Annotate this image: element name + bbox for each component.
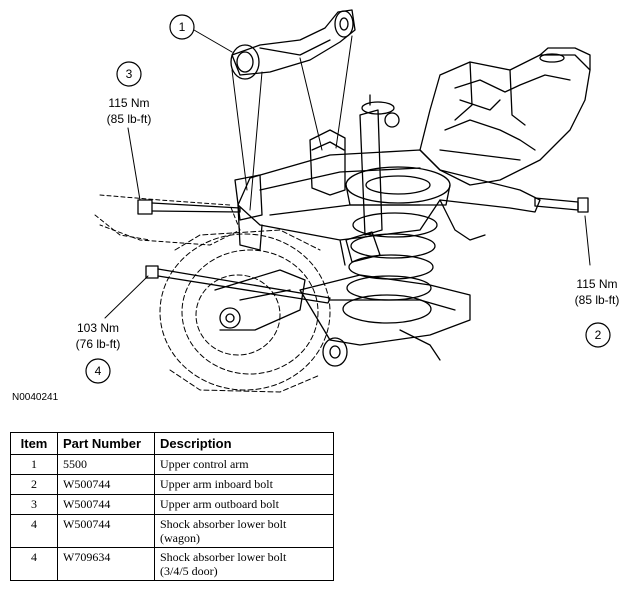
callout-number: 4 [95, 364, 102, 378]
upper-arm-inboard-bolt [534, 197, 589, 213]
torque-nm: 103 Nm [77, 321, 119, 335]
cell-description: Upper arm outboard bolt [154, 494, 334, 515]
table-row: 4 W500744 Shock absorber lower bolt (wag… [10, 514, 334, 548]
rear-subframe [419, 47, 591, 186]
shock-lower-bolt [145, 265, 331, 304]
table-row: 2 W500744 Upper arm inboard bolt [10, 474, 334, 495]
upper-arm-bracket [234, 129, 346, 221]
cell-item: 4 [10, 514, 58, 548]
cell-part-number: W709634 [57, 547, 155, 581]
installation-guide-lines [231, 35, 353, 211]
table-row: 1 5500 Upper control arm [10, 454, 334, 475]
description-line: Shock absorber lower bolt [160, 517, 287, 531]
wheel-hub [214, 269, 306, 331]
cell-part-number: 5500 [57, 454, 155, 475]
callout-number: 1 [179, 20, 186, 34]
table-header-row: Item Part Number Description [10, 432, 334, 455]
column-header-part-number: Part Number [57, 432, 155, 455]
cell-description: Upper arm inboard bolt [154, 474, 334, 495]
column-header-description: Description [154, 432, 334, 455]
torque-lbft: (85 lb-ft) [575, 293, 620, 307]
cell-part-number: W500744 [57, 514, 155, 548]
cell-description: Upper control arm [154, 454, 334, 475]
callout-3: 3 115 Nm (85 lb-ft) [107, 61, 152, 126]
torque-nm: 115 Nm [108, 96, 149, 110]
coil-spring [342, 166, 451, 324]
description-line: (3/4/5 door) [160, 564, 218, 578]
lower-control-arm [299, 274, 471, 367]
description-line: Upper arm outboard bolt [160, 497, 279, 511]
cell-part-number: W500744 [57, 494, 155, 515]
suspension-illustration: 1 3 115 Nm (85 lb-ft) 115 Nm (85 lb-ft) … [76, 9, 620, 393]
description-line: Upper control arm [160, 457, 249, 471]
description-line: Upper arm inboard bolt [160, 477, 273, 491]
cell-item: 3 [10, 494, 58, 515]
callout-leaders [104, 29, 591, 319]
callout-2: 115 Nm (85 lb-ft) 2 [575, 277, 620, 348]
upper-arm-outboard-bolt [137, 199, 241, 215]
upper-control-arm [230, 9, 356, 80]
callout-1: 1 [169, 14, 195, 40]
callout-number: 3 [126, 67, 133, 81]
brake-drum [159, 229, 331, 393]
cell-part-number: W500744 [57, 474, 155, 495]
knuckle [94, 194, 241, 246]
description-line: Shock absorber lower bolt [160, 550, 287, 564]
torque-lbft: (85 lb-ft) [107, 112, 152, 126]
cell-item: 2 [10, 474, 58, 495]
description-line: (wagon) [160, 531, 200, 545]
torque-nm: 115 Nm [576, 277, 617, 291]
cell-item: 4 [10, 547, 58, 581]
callout-number: 2 [595, 328, 602, 342]
table-row: 3 W500744 Upper arm outboard bolt [10, 494, 334, 515]
figure-id: N0040241 [12, 392, 59, 403]
cell-description: Shock absorber lower bolt (wagon) [154, 514, 334, 548]
parts-table: Item Part Number Description 1 5500 Uppe… [10, 432, 334, 581]
cell-description: Shock absorber lower bolt (3/4/5 door) [154, 547, 334, 581]
table-row: 4 W709634 Shock absorber lower bolt (3/4… [10, 547, 334, 581]
cell-item: 1 [10, 454, 58, 475]
callout-4: 103 Nm (76 lb-ft) 4 [76, 321, 121, 384]
torque-lbft: (76 lb-ft) [76, 337, 121, 351]
column-header-item: Item [10, 432, 58, 455]
